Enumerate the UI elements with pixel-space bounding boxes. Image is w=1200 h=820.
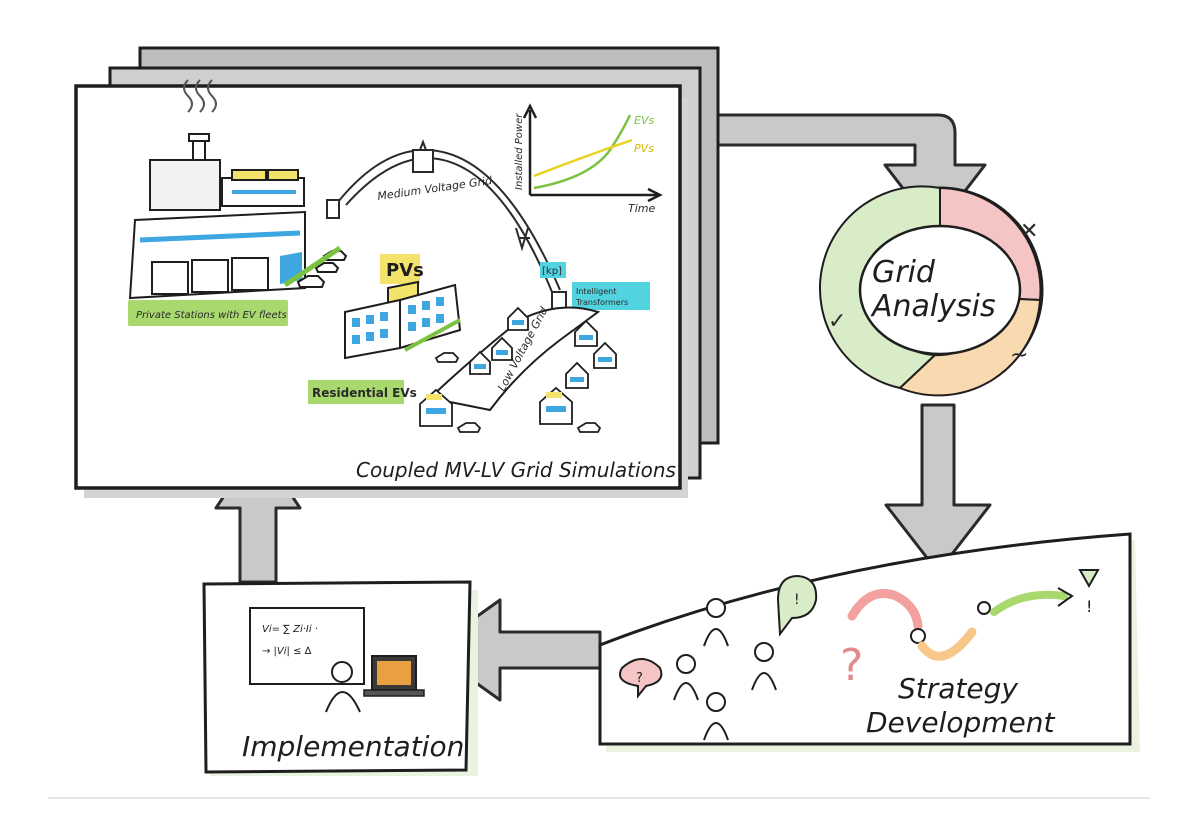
people-icons <box>673 598 777 741</box>
houses <box>419 306 617 433</box>
apartment-buildings <box>344 280 462 360</box>
residential-evs-tag: Residential EVs <box>308 380 417 404</box>
bubble-exclaim-text: ! <box>794 592 800 608</box>
implementation-board: Vi= ∑ Zi·Ii · → |Vi| ≤ ∆ Implementation <box>202 580 478 776</box>
curve-arrow-green <box>990 590 1068 616</box>
mark-mid: ~ <box>1010 343 1028 368</box>
solar-panel-icon <box>231 169 267 181</box>
pole-left <box>326 199 340 219</box>
arrow-analysis-to-strategy <box>884 403 992 574</box>
pv-label: PVs <box>386 260 424 281</box>
speech-bubble-question <box>619 658 663 699</box>
installed-power-chart: EVs PVs Installed Power Time <box>514 103 663 215</box>
house-icon <box>491 336 513 361</box>
analysis-title-2: Analysis <box>870 289 996 324</box>
mark-bad: ✕ <box>1020 219 1038 244</box>
factory-building <box>128 79 348 300</box>
whiteboard-line-2: → |Vi| ≤ ∆ <box>262 646 312 657</box>
grid-analysis-ring: ✓ ✕ ~ Grid Analysis <box>819 185 1044 397</box>
chimney-cap <box>188 133 210 142</box>
analysis-title-1: Grid <box>872 255 936 290</box>
goal-flag-icon <box>1078 569 1100 589</box>
strategy-title-1: Strategy <box>898 672 1018 705</box>
factory-roof-block <box>149 159 221 211</box>
implementation-title: Implementation <box>242 730 464 763</box>
private-stations-label: Private Stations with EV fleets <box>136 310 287 321</box>
big-question-mark: ? <box>840 640 863 691</box>
strategy-title-2: Development <box>866 706 1056 739</box>
person-icon <box>706 598 726 618</box>
speech-bubble-exclaim <box>776 574 818 637</box>
bubble-question-text: ? <box>636 671 643 686</box>
series-pvs-line <box>533 138 633 178</box>
series-evs-label: EVs <box>634 114 654 127</box>
strategy-board: ? ! ? ! Strategy Development <box>598 532 1140 752</box>
chart-ylabel: Installed Power <box>514 113 525 190</box>
car-icon <box>296 275 326 288</box>
residential-evs-label: Residential EVs <box>312 386 417 400</box>
private-stations-tag: Private Stations with EV fleets <box>128 300 288 326</box>
series-pvs-label: PVs <box>634 142 654 155</box>
frame-caption: Coupled MV-LV Grid Simulations <box>356 458 676 482</box>
ev-car-icon <box>456 422 482 433</box>
transformer-code: [kp] <box>542 266 562 277</box>
curve-arrow-orange <box>917 627 977 661</box>
mv-tower-icon <box>412 149 434 173</box>
pv-tag: PVs <box>380 254 424 284</box>
transformer-label-1: Intelligent <box>576 287 616 296</box>
goal-exclaim: ! <box>1086 597 1092 616</box>
transformer-label-2: Transformers <box>575 298 628 307</box>
mark-good: ✓ <box>828 309 846 334</box>
curve-arrow-red <box>847 589 923 631</box>
whiteboard-line-1: Vi= ∑ Zi·Ii · <box>262 624 318 635</box>
ring-center <box>858 224 1022 356</box>
developer-icon <box>331 661 353 683</box>
chart-xlabel: Time <box>628 202 655 215</box>
series-evs-line <box>533 114 632 190</box>
smoke-icon <box>183 79 217 113</box>
transformer-tag: [kp] Intelligent Transformers <box>540 262 650 310</box>
